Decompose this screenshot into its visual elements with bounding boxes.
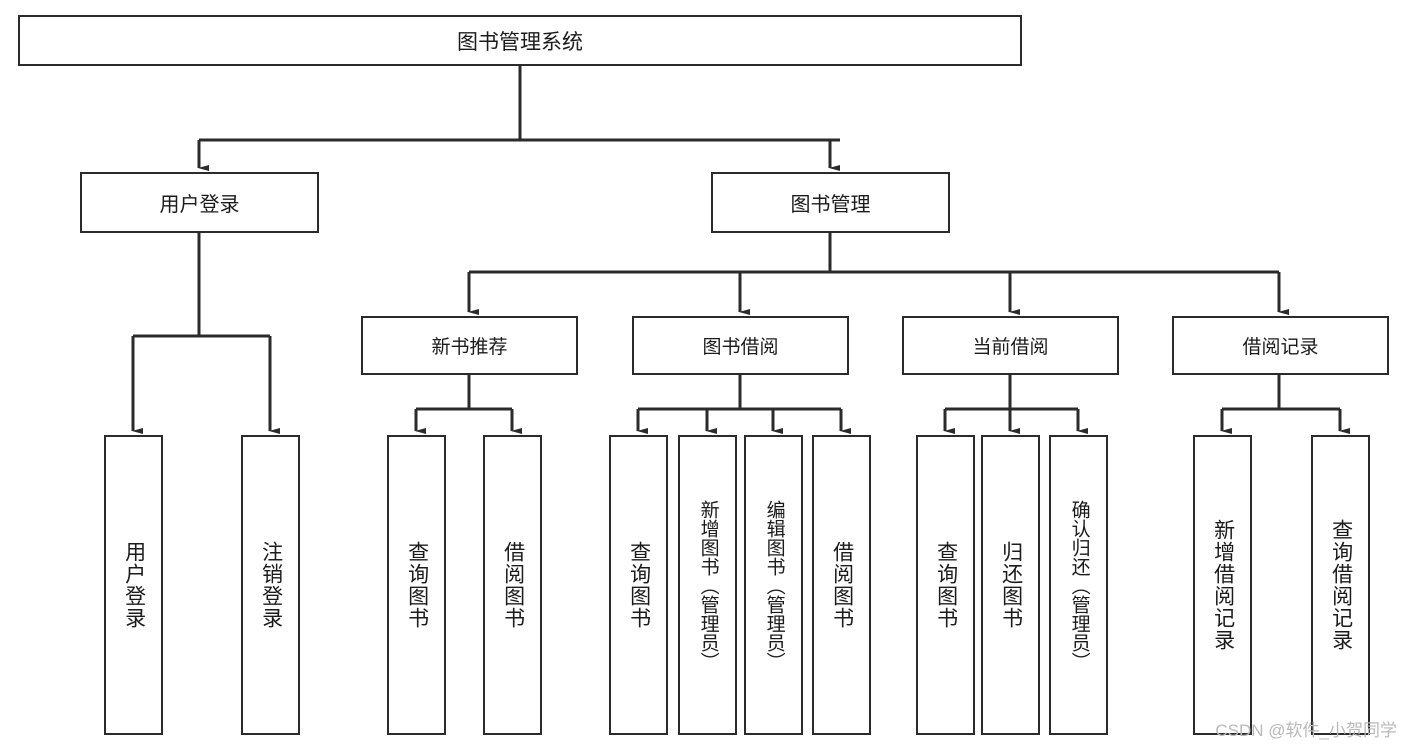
node-label: 确认归还（管理员） — [1068, 499, 1090, 671]
leaf-recommend-borrow-book[interactable]: 借阅图书 — [483, 435, 542, 735]
leaf-record-add-record[interactable]: 新增借阅记录 — [1193, 435, 1252, 735]
node-label: 图书管理系统 — [457, 30, 583, 54]
node-book-management[interactable]: 图书管理 — [711, 172, 950, 233]
node-label: 图书借阅 — [702, 337, 779, 358]
leaf-user-login-signin[interactable]: 用户登录 — [104, 435, 163, 735]
node-root-system[interactable]: 图书管理系统 — [18, 15, 1022, 66]
node-label: 图书管理 — [790, 194, 871, 216]
node-label: 查询借阅记录 — [1329, 519, 1353, 651]
node-label: 借阅图书 — [830, 541, 854, 629]
node-label: 注销登录 — [259, 541, 283, 629]
node-label: 查询图书 — [934, 541, 958, 629]
leaf-borrow-query-book[interactable]: 查询图书 — [609, 435, 668, 735]
leaf-borrow-edit-book-admin[interactable]: 编辑图书（管理员） — [744, 435, 803, 735]
node-label: 编辑图书（管理员） — [763, 499, 785, 671]
node-label: 用户登录 — [122, 541, 146, 629]
watermark: CSDN @软件_小贺同学 — [1215, 721, 1397, 740]
node-label: 借阅记录 — [1242, 337, 1319, 358]
node-label: 查询图书 — [627, 541, 651, 629]
leaf-current-confirm-return-admin[interactable]: 确认归还（管理员） — [1049, 435, 1108, 735]
node-label: 新增图书（管理员） — [697, 499, 719, 671]
leaf-user-login-signout[interactable]: 注销登录 — [241, 435, 300, 735]
node-book-borrow[interactable]: 图书借阅 — [632, 316, 849, 375]
node-label: 新书推荐 — [431, 337, 508, 358]
leaf-record-query-record[interactable]: 查询借阅记录 — [1311, 435, 1370, 735]
leaf-current-query-book[interactable]: 查询图书 — [916, 435, 975, 735]
node-current-borrow[interactable]: 当前借阅 — [902, 316, 1119, 375]
node-borrow-record[interactable]: 借阅记录 — [1172, 316, 1389, 375]
node-label: 用户登录 — [159, 194, 240, 216]
node-label: 借阅图书 — [501, 541, 525, 629]
node-label: 归还图书 — [999, 541, 1023, 629]
node-new-book-recommend[interactable]: 新书推荐 — [361, 316, 578, 375]
leaf-current-return-book[interactable]: 归还图书 — [981, 435, 1040, 735]
node-label: 新增借阅记录 — [1211, 519, 1235, 651]
node-label: 查询图书 — [405, 541, 429, 629]
leaf-recommend-query-book[interactable]: 查询图书 — [387, 435, 446, 735]
leaf-borrow-add-book-admin[interactable]: 新增图书（管理员） — [678, 435, 737, 735]
leaf-borrow-borrow-book[interactable]: 借阅图书 — [812, 435, 871, 735]
node-user-login[interactable]: 用户登录 — [80, 172, 319, 233]
node-label: 当前借阅 — [972, 337, 1049, 358]
